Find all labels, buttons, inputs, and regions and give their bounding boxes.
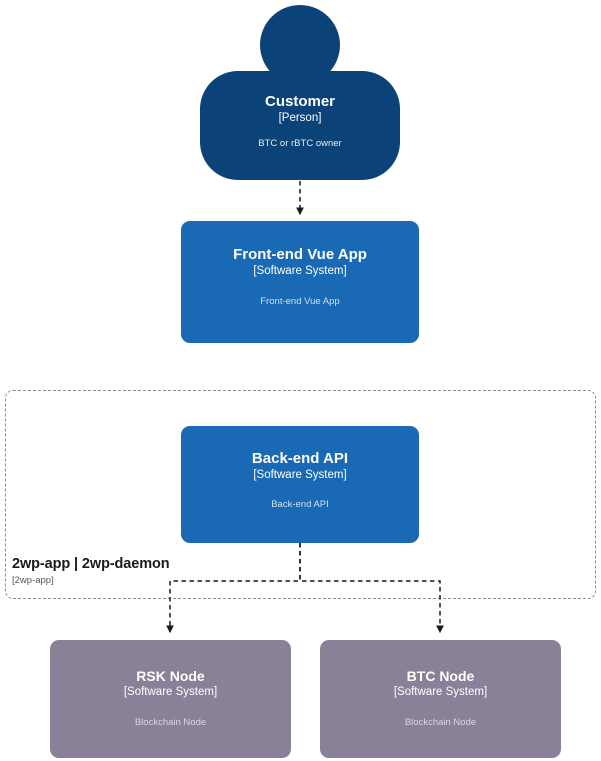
- rsk-node-description: Blockchain Node: [134, 716, 207, 728]
- frontend-title: Front-end Vue App: [233, 246, 367, 263]
- backend-type: [Software System]: [253, 469, 347, 482]
- customer-title: Customer: [264, 93, 335, 110]
- customer-type: [Person]: [278, 112, 322, 124]
- frontend-type: [Software System]: [253, 265, 347, 278]
- boundary-label: 2wp-app | 2wp-daemon: [12, 556, 170, 572]
- btc-node-description: Blockchain Node: [404, 716, 477, 728]
- node-rsk-node[interactable]: RSK Node [Software System] Blockchain No…: [50, 640, 291, 758]
- boundary-sublabel: [2wp-app]: [12, 575, 54, 586]
- frontend-description: Front-end Vue App: [260, 296, 340, 308]
- btc-node-title: BTC Node: [406, 668, 475, 684]
- rsk-node-title: RSK Node: [136, 668, 205, 684]
- backend-description: Back-end API: [271, 499, 329, 511]
- node-customer[interactable]: Customer [Person] BTC or rBTC owner: [200, 5, 400, 180]
- customer-body: Customer [Person] BTC or rBTC owner: [200, 71, 400, 180]
- backend-title: Back-end API: [251, 450, 349, 467]
- node-frontend-vue-app[interactable]: Front-end Vue App [Software System] Fron…: [181, 221, 419, 343]
- customer-description: BTC or rBTC owner: [258, 138, 342, 149]
- node-backend-api[interactable]: Back-end API [Software System] Back-end …: [181, 426, 419, 543]
- btc-node-type: [Software System]: [393, 686, 488, 699]
- node-btc-node[interactable]: BTC Node [Software System] Blockchain No…: [320, 640, 561, 758]
- rsk-node-type: [Software System]: [123, 686, 218, 699]
